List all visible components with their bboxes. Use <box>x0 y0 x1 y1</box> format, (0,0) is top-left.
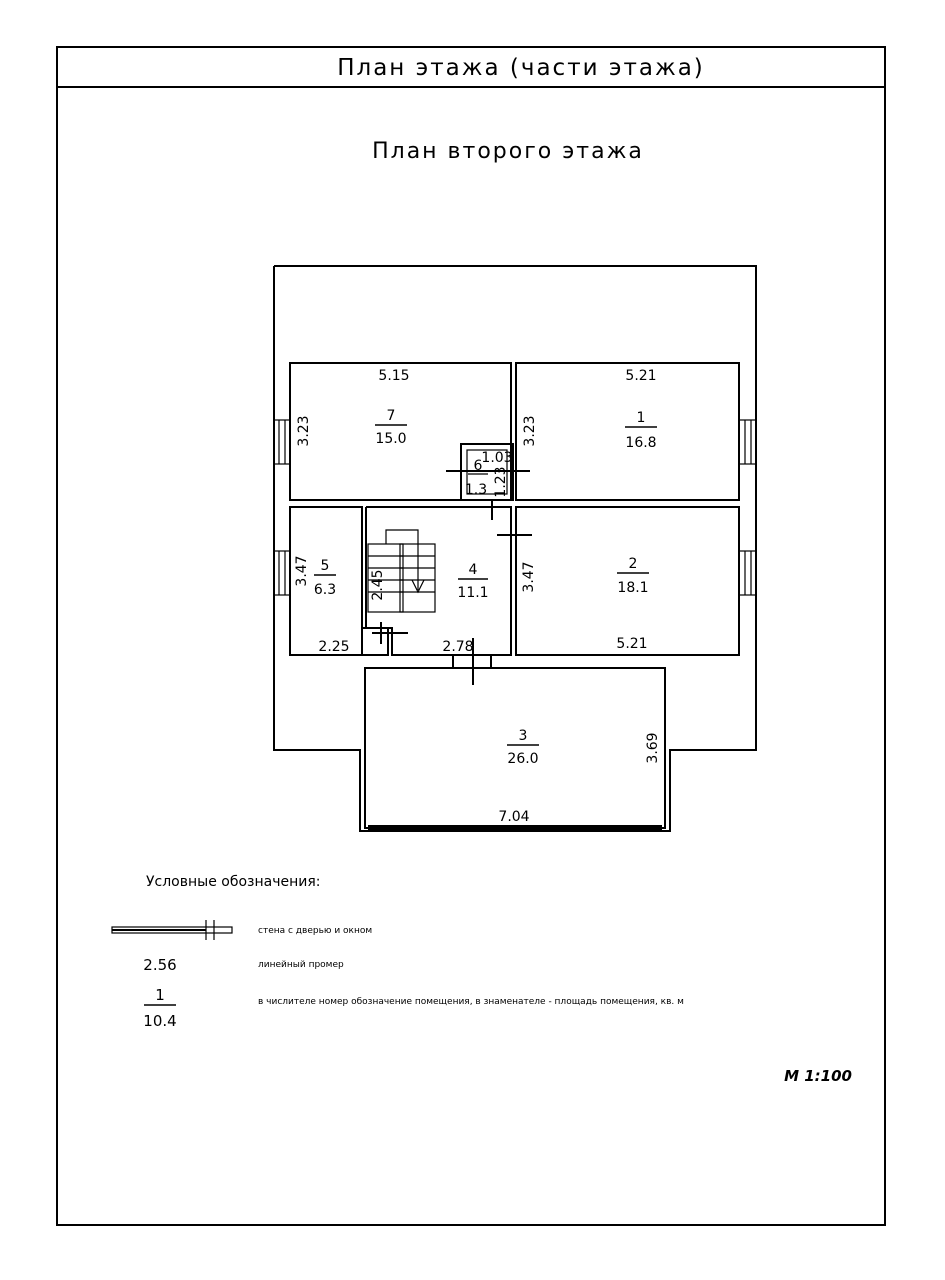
dim-r6-width: 1.03 <box>481 450 512 466</box>
room-area: 15.0 <box>375 431 406 447</box>
plan-title: План второго этажа <box>372 139 644 164</box>
dim-r1-height: 3.23 <box>522 415 538 446</box>
room-4-outline <box>365 506 512 656</box>
room-number: 5 <box>321 558 330 574</box>
room-area: 6.3 <box>314 582 336 598</box>
legend-heading: Условные обозначения: <box>146 874 320 890</box>
legend-room-num-example: 1 <box>155 986 165 1004</box>
door-marks <box>372 470 532 685</box>
window-marks <box>273 419 757 596</box>
room-number: 6 <box>474 458 483 474</box>
room-3-outline <box>364 667 666 829</box>
dim-stair: 2.45 <box>370 569 386 600</box>
room-label: 7 15.0 <box>375 408 407 447</box>
dim-r1-width: 5.21 <box>625 368 656 384</box>
scale-label: М 1:100 <box>784 1067 852 1085</box>
dim-r5-height: 3.47 <box>294 555 310 586</box>
room-area: 16.8 <box>625 435 656 451</box>
room-area: 1.3 <box>465 482 487 498</box>
room-area: 26.0 <box>507 751 538 767</box>
dim-r7-height: 3.23 <box>296 415 312 446</box>
room-label: 1 16.8 <box>625 410 657 451</box>
dim-r4-width: 2.78 <box>442 639 473 655</box>
room-number: 7 <box>387 408 396 424</box>
room-number: 4 <box>469 562 478 578</box>
legend-dim-label: линейный промер <box>258 960 344 970</box>
dim-r7-width: 5.15 <box>378 368 409 384</box>
room-label: 4 11.1 <box>457 562 488 601</box>
dim-r3-width: 7.04 <box>498 809 529 825</box>
staircase <box>367 529 436 613</box>
dim-r6-height: 1.23 <box>493 466 509 497</box>
room-area: 11.1 <box>457 585 488 601</box>
room-number: 3 <box>519 728 528 744</box>
room-label: 5 6.3 <box>314 558 336 598</box>
room-label: 2 18.1 <box>617 556 649 596</box>
dim-r4-height: 3.47 <box>521 561 537 592</box>
legend-room-label: в числителе номер обозначение помещения,… <box>258 997 684 1007</box>
legend-wall-symbol <box>111 920 233 940</box>
dim-r5-width: 2.25 <box>318 639 349 655</box>
room-number: 2 <box>629 556 638 572</box>
room-label: 3 26.0 <box>507 728 539 767</box>
dim-r3-height: 3.69 <box>645 732 661 763</box>
legend-wall-label: стена с дверью и окном <box>258 926 372 936</box>
room-3-bottom-window <box>368 825 662 830</box>
sheet-title: План этажа (части этажа) <box>337 55 705 81</box>
legend-room-area-example: 10.4 <box>143 1012 176 1030</box>
legend-dim-example: 2.56 <box>143 956 176 974</box>
dim-r2-width: 5.21 <box>616 636 647 652</box>
sheet-frame <box>56 46 886 1226</box>
room-label: 6 1.3 <box>465 458 488 498</box>
room-area: 18.1 <box>617 580 648 596</box>
room-number: 1 <box>637 410 646 426</box>
